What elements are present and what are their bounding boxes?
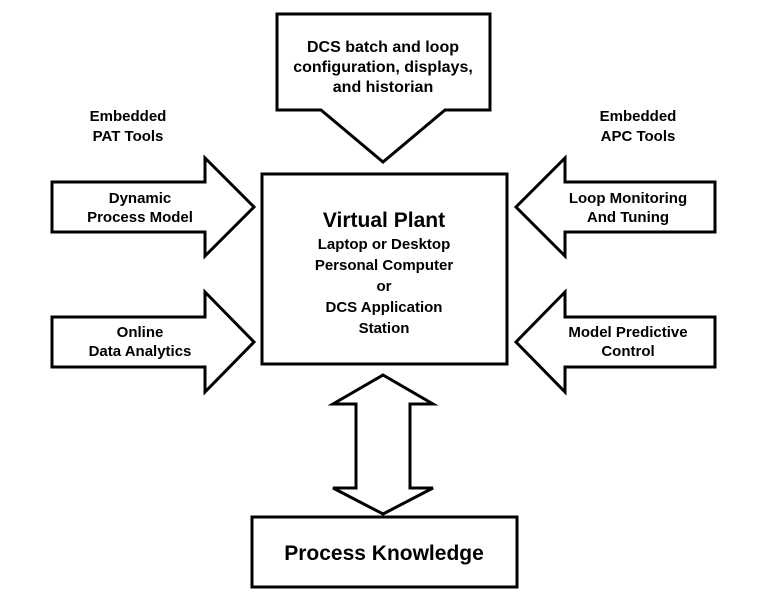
online-data-analytics-arrow-shape (50, 288, 257, 396)
dcs-configuration-arrow-shape (275, 12, 492, 164)
model-predictive-control-line-1: Model Predictive (568, 324, 687, 341)
apc-label-line-2: APC Tools (601, 128, 676, 145)
virtual-plant-line-4: DCS Application (326, 299, 443, 316)
virtual-plant-title: Virtual Plant (323, 209, 445, 232)
model-predictive-control-arrow-shape (513, 288, 717, 396)
online-data-analytics-line-2: Data Analytics (89, 343, 192, 360)
dynamic-process-model-arrow: Dynamic Process Model (50, 154, 257, 260)
dynamic-process-model-line-2: Process Model (87, 209, 193, 226)
process-knowledge-box (250, 515, 519, 589)
loop-monitoring-line-1: Loop Monitoring (569, 190, 687, 207)
loop-monitoring-arrow-shape (513, 154, 717, 260)
virtual-plant-line-3: or (377, 278, 392, 295)
pat-label-line-1: Embedded (90, 108, 167, 125)
bidirectional-arrow (327, 373, 439, 516)
loop-monitoring-line-2: And Tuning (587, 209, 669, 226)
model-predictive-control-line-2: Control (601, 343, 654, 360)
model-predictive-control-arrow: Model Predictive Control (513, 288, 717, 396)
apc-label-line-1: Embedded (600, 108, 677, 125)
process-knowledge-node: Process Knowledge (250, 515, 519, 589)
dcs-configuration-line-1: DCS batch and loop (307, 39, 459, 56)
dcs-configuration-line-3: and historian (333, 79, 433, 96)
dcs-configuration-line-2: configuration, displays, (293, 59, 473, 76)
loop-monitoring-arrow: Loop Monitoring And Tuning (513, 154, 717, 260)
process-knowledge-title: Process Knowledge (284, 542, 484, 565)
dynamic-process-model-arrow-shape (50, 154, 257, 260)
virtual-plant-node: Virtual Plant Laptop or Desktop Personal… (260, 172, 509, 366)
online-data-analytics-line-1: Online (117, 324, 164, 341)
virtual-plant-box (260, 172, 509, 366)
virtual-plant-line-5: Station (359, 320, 410, 337)
virtual-plant-line-1: Laptop or Desktop (318, 236, 451, 253)
embedded-pat-tools-label: Embedded PAT Tools (90, 108, 167, 145)
online-data-analytics-arrow: Online Data Analytics (50, 288, 257, 396)
pat-label-line-2: PAT Tools (93, 128, 164, 145)
embedded-apc-tools-label: Embedded APC Tools (600, 108, 677, 145)
dcs-configuration-node: DCS batch and loop configuration, displa… (275, 12, 492, 164)
dynamic-process-model-line-1: Dynamic (109, 190, 172, 207)
virtual-plant-line-2: Personal Computer (315, 257, 454, 274)
